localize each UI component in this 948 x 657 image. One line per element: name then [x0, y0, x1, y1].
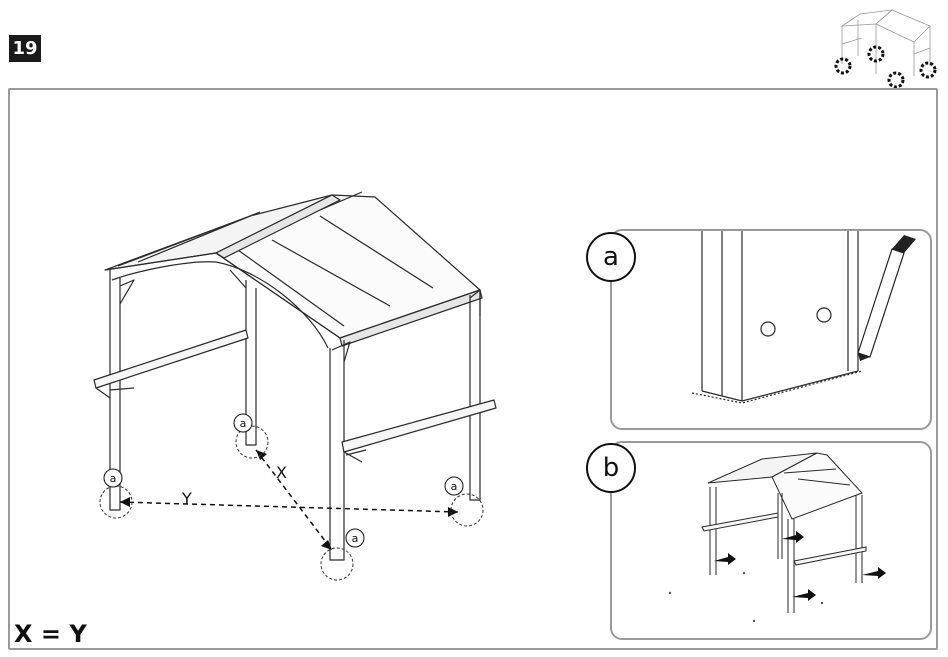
detail-panel-a: [610, 229, 932, 430]
main-illustration-frame: a a a a Y X: [8, 88, 938, 650]
post-marking-drawing: [691, 231, 916, 404]
gazebo-adjust-drawing: [668, 452, 886, 623]
callout-a-front: a: [352, 532, 359, 545]
y-diagonal-line: [119, 501, 459, 513]
step-number-badge: 19: [9, 35, 41, 62]
x-measure-label: X: [276, 463, 287, 482]
equal-diagonals-formula: X = Y: [14, 620, 87, 648]
detail-panel-b: [610, 441, 932, 640]
gazebo-assembly-drawing: a a a a Y X: [93, 191, 497, 581]
push-arrow-icon: [714, 531, 886, 601]
panel-a-label: a: [586, 232, 636, 282]
callout-a-back: a: [240, 417, 247, 430]
x-diagonal-line: [255, 449, 333, 551]
callout-a-left: a: [110, 472, 117, 485]
marker-pen-icon: [857, 235, 916, 361]
panel-b-label: b: [586, 443, 636, 493]
y-measure-label: Y: [181, 489, 192, 508]
gazebo-overview-icon: [834, 9, 937, 88]
callout-a-right: a: [451, 480, 458, 493]
